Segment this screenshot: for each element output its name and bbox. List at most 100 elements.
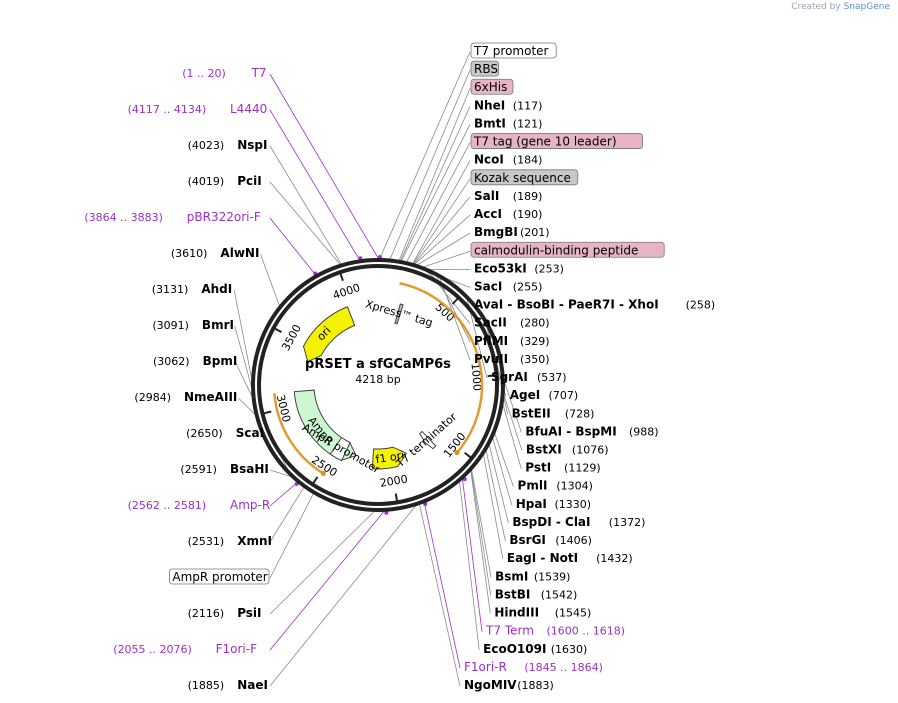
inner-ring: [257, 264, 499, 506]
label-pos-ecoo109i: (1630): [551, 643, 588, 656]
leader-amp-r: [269, 480, 300, 507]
tick-500: [451, 296, 460, 305]
label-pos-ahdi: (3131): [152, 283, 189, 296]
label-bmri: BmrI: [202, 318, 234, 332]
leader-calmodulin-binding-peptide: [419, 250, 471, 269]
leader-acci: [412, 214, 471, 267]
label-bstbi: BstBI: [495, 587, 531, 601]
label-pos-hindiii: (1545): [555, 607, 592, 620]
label-scai: ScaI: [236, 426, 264, 440]
label-pos-pmli: (1304): [556, 480, 593, 493]
feature-label-f1-ori: f1 ori: [375, 449, 405, 466]
label-box-calmodulin-binding-peptide: [470, 241, 665, 258]
label-pos-psti: (1129): [564, 462, 601, 475]
leader-bmti: [399, 124, 471, 264]
tick-2000: [394, 493, 399, 503]
leader-lines: [233, 51, 523, 687]
leader-bstbi: [470, 467, 492, 596]
label-eco53ki: Eco53kI: [474, 261, 527, 275]
label-ecoo109i: EcoO109I: [483, 642, 546, 656]
label-pos-l4440: (4117 .. 4134): [128, 103, 207, 116]
label-l4440: L4440: [230, 102, 267, 116]
leader-kozak-sequence: [411, 178, 471, 266]
label-ampr-promoter: AmpR promoter: [172, 570, 267, 584]
label-kozak-sequence: Kozak sequence: [474, 171, 571, 185]
label-bsmi: BsmI: [495, 569, 528, 583]
label-ahdi: AhdI: [201, 282, 232, 296]
label-pos-agei: (707): [549, 389, 579, 402]
label-pos-t7: (1 .. 20): [182, 67, 226, 80]
label-box-kozak-sequence: [470, 169, 579, 186]
label-alwni: AlwNI: [220, 246, 259, 260]
tick-4000: [339, 271, 344, 282]
label-bpmi: BpmI: [203, 354, 238, 368]
feature-label-xpress-tag: Xpress™ tag: [364, 297, 434, 329]
label-6xhis: 6xHis: [474, 80, 507, 94]
label-pos-bmgbi: (201): [520, 226, 550, 239]
leader-ncoi: [411, 160, 471, 266]
label-pmli: PmlI: [518, 479, 548, 493]
leader-f1ori-r: [423, 500, 461, 668]
label-bmgbi: BmgBI: [474, 225, 518, 239]
label-bsteii: BstEII: [512, 406, 551, 420]
label-bstxi: BstXI: [526, 443, 562, 457]
leader-l4440: [269, 109, 362, 263]
label-t7-promoter: T7 promoter: [473, 44, 549, 58]
label-hpai: HpaI: [516, 497, 547, 511]
leader-bstxi: [501, 388, 523, 451]
label-pos-pcii: (4019): [188, 175, 225, 188]
label-pos-acci: (190): [513, 208, 543, 221]
leader-bmgbi: [414, 232, 471, 267]
leader-naei: [269, 501, 419, 687]
leader-hpai: [491, 434, 513, 505]
label-pcii: PciI: [237, 174, 262, 188]
label-box-t7-promoter: [470, 42, 557, 59]
label-agei: AgeI: [510, 388, 540, 402]
label-bmti: BmtI: [474, 116, 506, 130]
credit-brand: SnapGene: [843, 2, 890, 12]
label-pos-ncoi: (184): [513, 154, 543, 167]
tick-2500: [311, 476, 319, 485]
label-pos-naei: (1885): [188, 679, 225, 692]
label-pos-bfuai-bspmi: (988): [629, 425, 659, 438]
label-pos-avai-bsobi-paer7i-xhoi: (258): [686, 299, 716, 312]
label-pos-nmeaiii: (2984): [134, 391, 171, 404]
label-pos-eco53ki: (253): [534, 262, 564, 275]
feature-f1-ori: [371, 446, 408, 470]
leader-f1ori-f: [269, 508, 387, 651]
label-pos-saci: (255): [513, 280, 543, 293]
tick-1000: [487, 374, 497, 378]
leader-psii: [269, 508, 377, 615]
label-pos-bpmi: (3062): [153, 355, 190, 368]
leader-t7: [269, 73, 381, 262]
leader-bsmi: [470, 466, 492, 578]
leader-bspdi-clai: [487, 441, 509, 524]
label-amp-r: Amp-R: [230, 498, 270, 512]
label-pos-bmti: (121): [513, 117, 543, 130]
leader-t7-promoter: [378, 51, 471, 262]
label-f1ori-r: F1ori-R: [464, 660, 507, 674]
label-pos-scai: (2650): [186, 427, 223, 440]
label-nspi: NspI: [237, 138, 267, 152]
orange-arc-0: [399, 282, 484, 454]
leader-pcii: [269, 181, 343, 267]
label-box-6xhis: [470, 78, 514, 95]
backbone-ring: [251, 258, 505, 512]
label-pos-nspi: (4023): [188, 139, 225, 152]
leader-pvuii: [439, 277, 471, 361]
feature-label-ampr-promoter: AmpR promoter: [300, 421, 382, 476]
tick-1500: [464, 451, 473, 460]
label-ngomiv: NgoMIV: [464, 678, 517, 692]
tick-3500: [273, 326, 283, 334]
label-pos-bmri: (3091): [152, 319, 189, 332]
leader-t7-term: [461, 476, 483, 632]
label-pos-bstxi: (1076): [572, 444, 609, 457]
label-pos-bsteii: (728): [565, 407, 595, 420]
label-nhei: NheI: [474, 98, 505, 112]
leader-pbr322ori-f: [269, 217, 318, 278]
label-bspdi-clai: BspDI - ClaI: [512, 515, 590, 529]
label-eagi-noti: EagI - NotI: [507, 551, 578, 565]
label-pos-sgrai: (537): [537, 371, 567, 384]
leader-alwni: [260, 253, 281, 309]
label-naei: NaeI: [237, 678, 268, 692]
